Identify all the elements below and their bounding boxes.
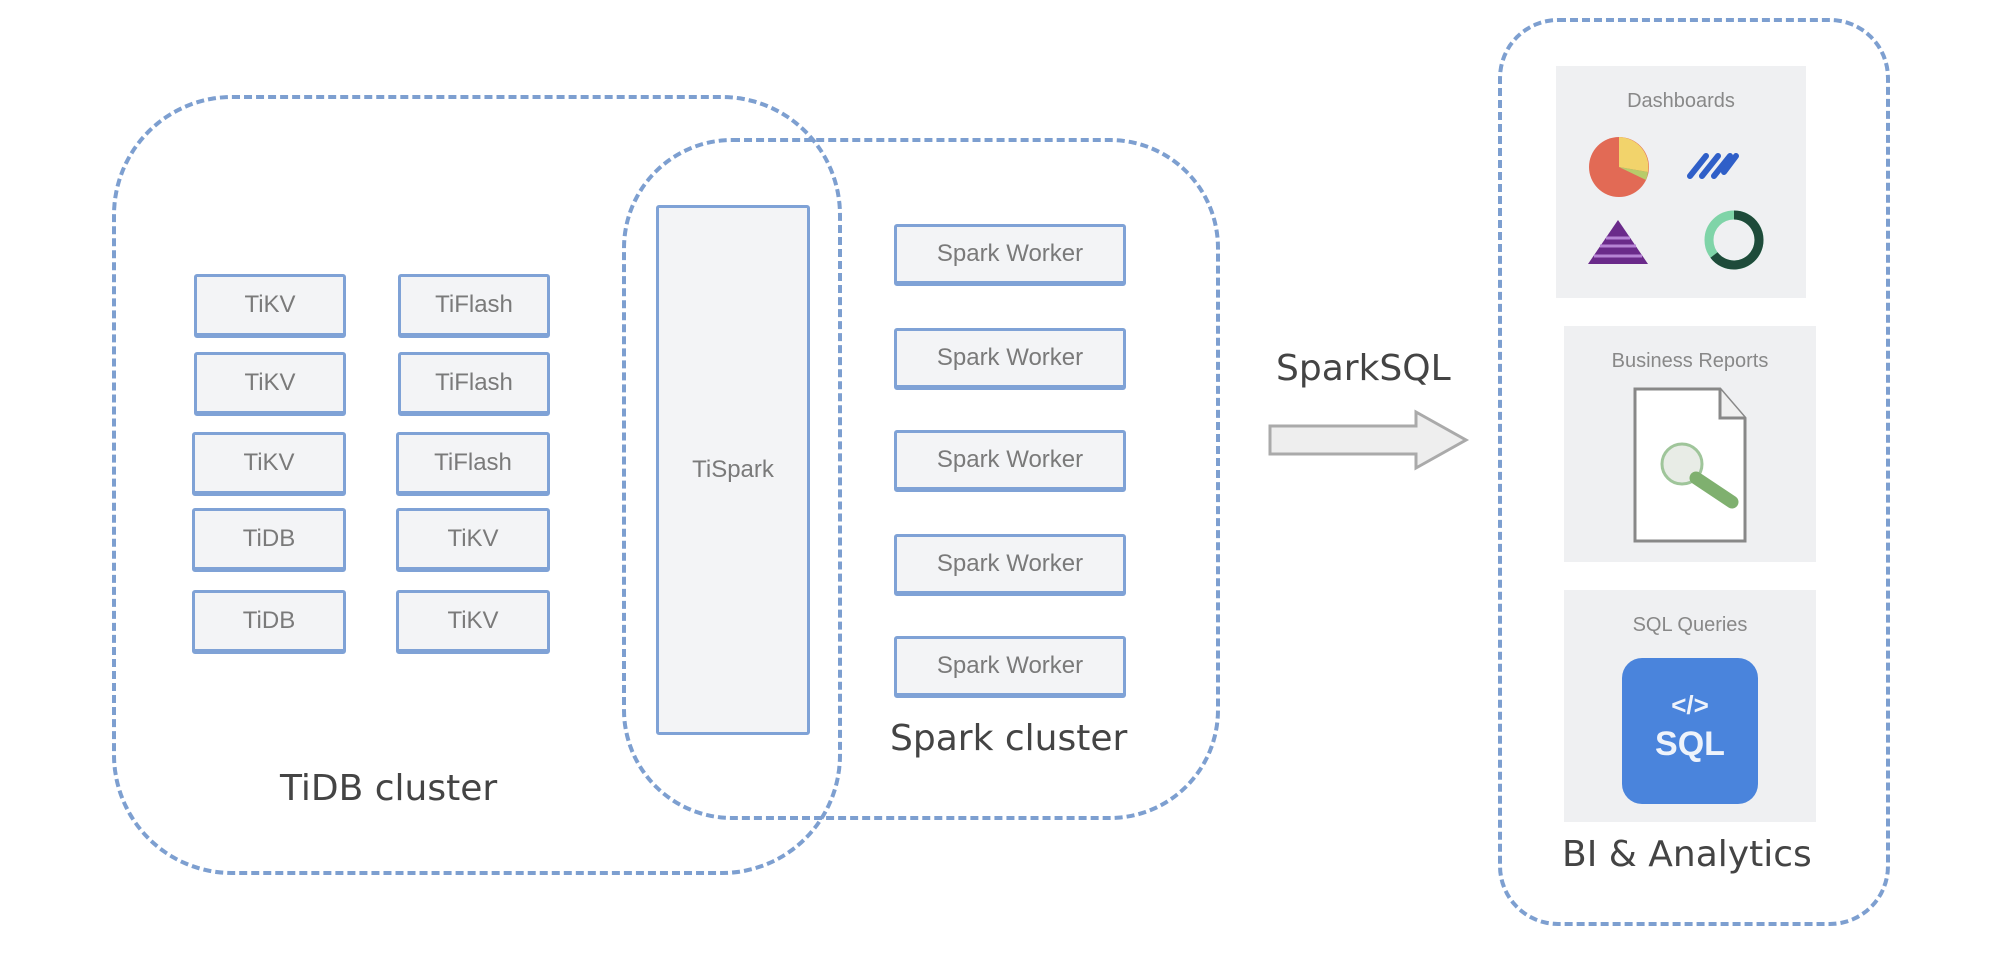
pyramid-icon: [1588, 220, 1648, 264]
tidb-cluster-region: [112, 95, 842, 875]
node-tikv: TiKV: [396, 590, 550, 654]
arrow-right-icon: [1268, 409, 1470, 471]
spark-cluster-label: Spark cluster: [890, 718, 1128, 759]
pie-chart-icon: [1589, 137, 1649, 197]
spark-worker: Spark Worker: [894, 534, 1126, 596]
dashboards-title: Dashboards: [1627, 90, 1735, 112]
node-tiflash: TiFlash: [398, 352, 550, 416]
node-tikv: TiKV: [192, 432, 346, 496]
tispark-node: TiSpark: [656, 205, 810, 735]
spark-worker: Spark Worker: [894, 328, 1126, 390]
tidb-cluster-label: TiDB cluster: [280, 768, 498, 809]
sql-queries-panel: SQL Queries </> SQL: [1564, 590, 1816, 822]
sparksql-label: SparkSQL: [1276, 348, 1451, 389]
sql-badge-text: SQL: [1655, 725, 1725, 763]
bar-stripes-icon: [1687, 153, 1739, 179]
sql-queries-title: SQL Queries: [1632, 614, 1748, 636]
node-tidb: TiDB: [192, 508, 346, 572]
node-tiflash: TiFlash: [398, 274, 550, 338]
node-tiflash: TiFlash: [396, 432, 550, 496]
node-tikv: TiKV: [396, 508, 550, 572]
business-reports-panel: Business Reports: [1564, 326, 1816, 562]
bi-analytics-label: BI & Analytics: [1562, 834, 1812, 875]
dashboards-panel: Dashboards: [1556, 66, 1806, 298]
spark-worker: Spark Worker: [894, 224, 1126, 286]
sql-code-icon: </> SQL: [1622, 658, 1758, 804]
donut-chart-icon: [1704, 210, 1764, 270]
node-tidb: TiDB: [192, 590, 346, 654]
node-tikv: TiKV: [194, 352, 346, 416]
node-tikv: TiKV: [194, 274, 346, 338]
bi-analytics-region: [1498, 18, 1890, 926]
spark-worker: Spark Worker: [894, 430, 1126, 492]
sql-code-brackets: </>: [1671, 690, 1709, 720]
spark-cluster-region: [622, 138, 1220, 820]
business-reports-title: Business Reports: [1611, 350, 1769, 372]
spark-worker: Spark Worker: [894, 636, 1126, 698]
document-search-icon: [1633, 387, 1747, 543]
